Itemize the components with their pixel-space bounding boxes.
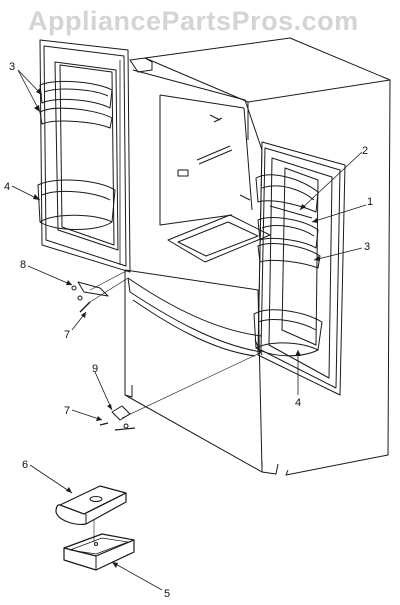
lower-hinge-part-9 [111,351,263,431]
right-door-bin-middle [257,243,321,269]
tray-part-5 [63,533,135,571]
left-door-bin-upper [39,80,113,129]
callout-4-right: 4 [295,397,301,409]
left-door-bin-lower [37,179,116,230]
callout-7-upper: 7 [64,329,70,341]
watermark-text: AppliancePartsPros.com [28,6,359,36]
hinge-assembly-part-8 [71,269,129,301]
callout-7-lower: 7 [64,405,70,417]
callout-9: 9 [92,363,98,375]
ice-container-cover-part-6 [55,485,127,525]
dispenser-bin [257,217,319,249]
callout-3-left: 3 [9,61,15,73]
callout-4-left: 4 [4,181,10,193]
ice-dispenser-cover [255,174,319,219]
callout-2: 2 [362,145,368,157]
hinge-screw-part-7-lower [99,422,109,426]
callout-6: 6 [22,459,28,471]
callout-3-right: 3 [364,241,370,253]
callout-8: 8 [20,259,26,271]
callout-1: 1 [367,196,373,208]
left-door [37,39,131,273]
right-door [253,141,346,396]
right-door-bin-lower [253,309,323,357]
callout-5: 5 [164,588,170,600]
arrowheads [33,88,320,568]
hinge-screw-part-7-upper [79,277,129,313]
cabinet [124,37,391,476]
